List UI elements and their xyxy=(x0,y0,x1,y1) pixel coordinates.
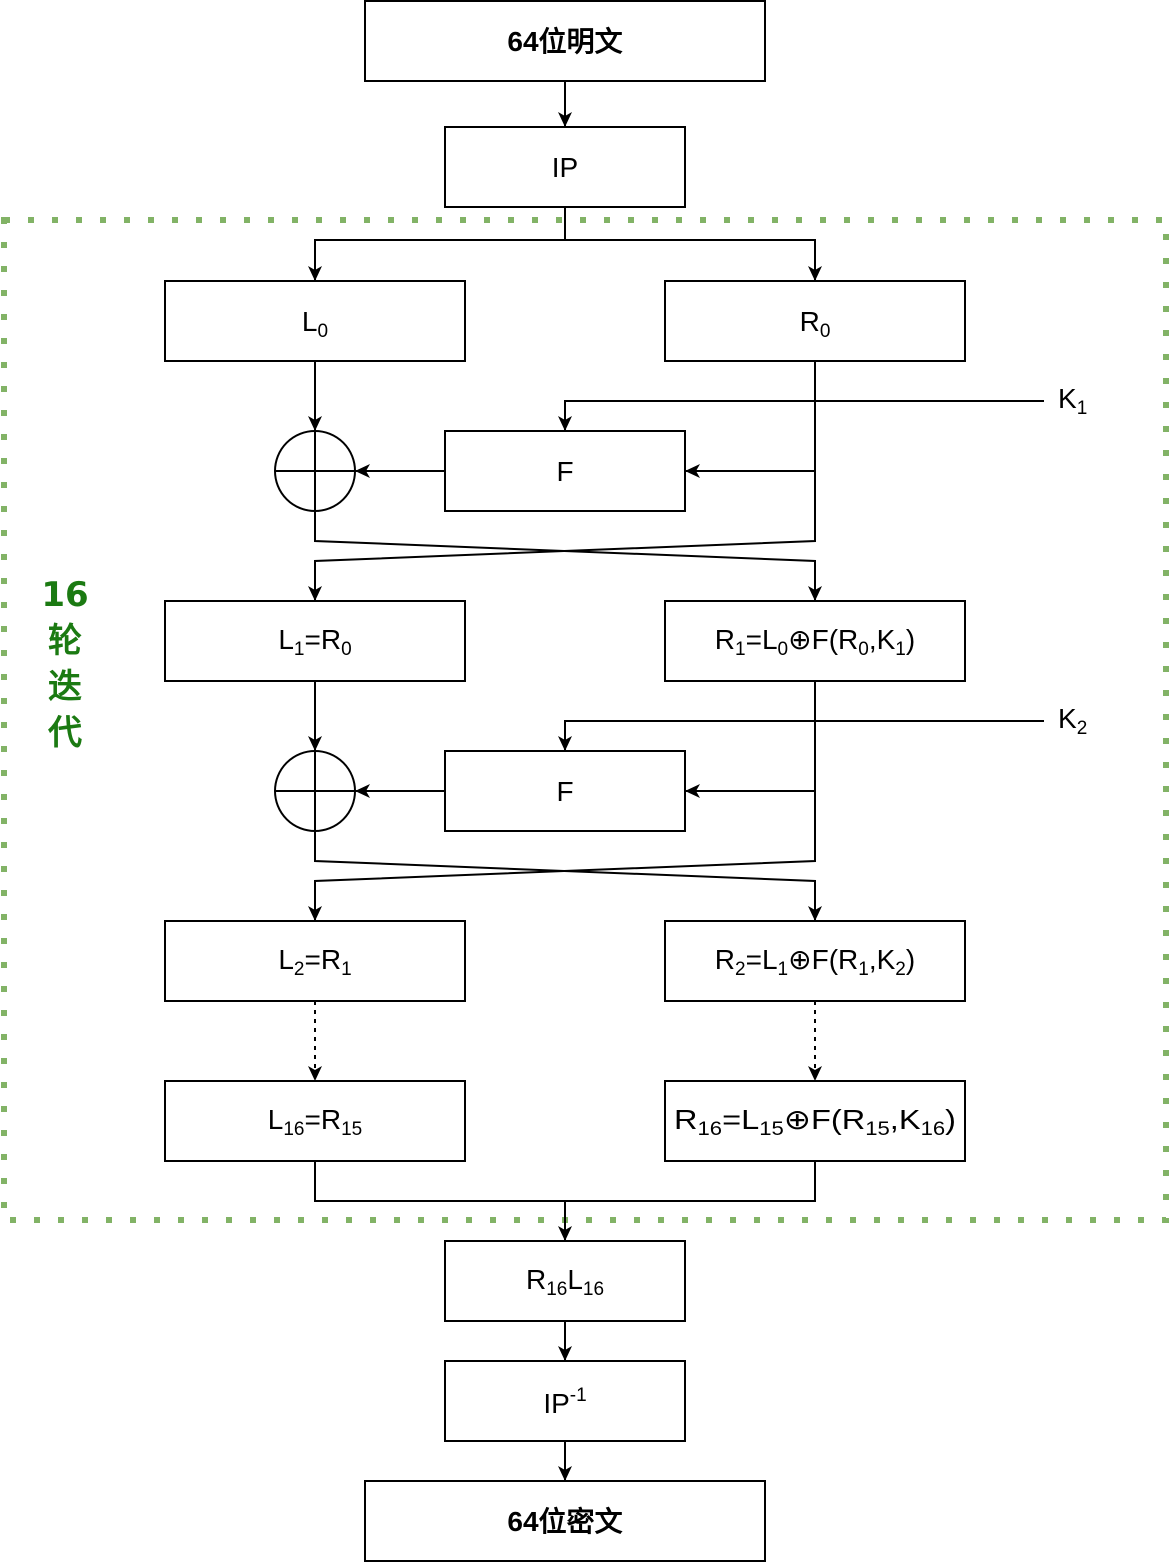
swap-label: R16L16 xyxy=(526,1264,604,1300)
l2-box: L2=R1 xyxy=(164,920,466,1002)
ciphertext-label: 64位密文 xyxy=(507,1505,622,1537)
round-label-line-4: 代 xyxy=(47,713,82,753)
f2-box: F xyxy=(444,750,686,832)
l0-box: L0 xyxy=(164,280,466,362)
r2-box: R2=L1⊕F(R1,K2) xyxy=(664,920,966,1002)
ip-box: IP xyxy=(444,126,686,208)
ip-inverse-box: IP-1 xyxy=(444,1360,686,1442)
round-label-line-1: 16 xyxy=(41,575,88,615)
key-k1-label: K1 xyxy=(1058,383,1087,419)
r0-label: R0 xyxy=(800,306,831,342)
f1-label: F xyxy=(556,456,573,487)
round-label-line-2: 轮 xyxy=(48,621,82,661)
plaintext-label: 64位明文 xyxy=(507,25,622,57)
f1-box: F xyxy=(444,430,686,512)
swap-box: R16L16 xyxy=(444,1240,686,1322)
l2-label: L2=R1 xyxy=(278,944,351,980)
key-k2-label: K2 xyxy=(1058,703,1087,739)
arrow-ip-to-l0 xyxy=(308,207,566,281)
r1-label: R1=L0⊕F(R0,K1) xyxy=(715,624,915,660)
l16-box: L16=R15 xyxy=(164,1080,466,1162)
ciphertext-box: 64位密文 xyxy=(364,1480,766,1562)
f2-label: F xyxy=(556,776,573,807)
ip-inverse-label: IP-1 xyxy=(543,1385,586,1419)
arrow-k1-to-f1 xyxy=(558,400,1044,431)
l1-label: L1=R0 xyxy=(278,624,351,660)
arrow-xor2-to-r2 xyxy=(314,831,822,921)
arrow-r16-to-swap xyxy=(565,1161,816,1202)
arrow-l16-to-swap xyxy=(314,1161,572,1241)
arrow-r1-to-f2 xyxy=(685,681,816,798)
connectors xyxy=(308,81,1044,1481)
ip-label: IP xyxy=(552,152,578,183)
arrow-ip-to-r0 xyxy=(565,239,822,281)
arrow-k2-to-f2 xyxy=(558,720,1044,751)
r2-label: R2=L1⊕F(R1,K2) xyxy=(715,944,915,980)
xor-1-icon xyxy=(274,430,356,512)
plaintext-box: 64位明文 xyxy=(364,0,766,82)
xor-2-icon xyxy=(274,750,356,832)
l1-box: L1=R0 xyxy=(164,600,466,682)
l16-label: L16=R15 xyxy=(268,1104,362,1140)
arrow-r0-to-l1 xyxy=(308,471,816,601)
arrow-xor1-to-r1 xyxy=(314,511,822,601)
arrow-r1-to-l2 xyxy=(308,791,816,921)
arrow-r0-to-f1 xyxy=(685,361,816,478)
l0-label: L0 xyxy=(302,306,328,342)
round-label-line-3: 迭 xyxy=(48,667,82,707)
r0-box: R0 xyxy=(664,280,966,362)
round-frame xyxy=(1,217,1169,1223)
round-label: 16 轮 迭 代 xyxy=(41,575,88,753)
r1-box: R1=L0⊕F(R0,K1) xyxy=(664,600,966,682)
